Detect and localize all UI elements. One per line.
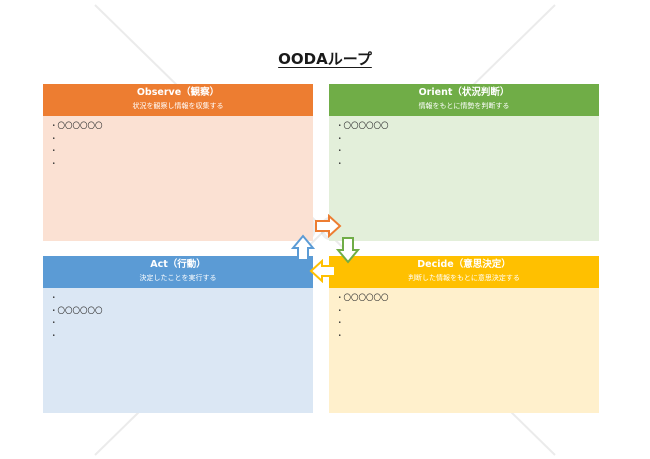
act-item: ・〇〇〇〇〇〇 <box>50 305 103 315</box>
up-arrow-icon <box>291 234 315 261</box>
decide-body: ・〇〇〇〇〇〇 ・ ・ ・ <box>329 288 599 413</box>
orient-header: Orient（状況判断） 情報をもとに情勢を判断する <box>329 84 599 116</box>
observe-panel: Observe（観察） 状況を観察し情報を収集する ・〇〇〇〇〇〇 ・ ・ ・ <box>43 84 313 241</box>
orient-subtitle: 情報をもとに情勢を判断する <box>418 102 510 110</box>
up-arrow-shape <box>291 234 315 261</box>
observe-header: Observe（観察） 状況を観察し情報を収集する <box>43 84 313 116</box>
observe-body: ・〇〇〇〇〇〇 ・ ・ ・ <box>43 116 313 241</box>
observe-title: Observe（観察） <box>136 87 220 98</box>
down-arrow-icon <box>336 237 360 264</box>
orient-item: ・ <box>336 158 344 168</box>
decide-item: ・ <box>336 330 344 340</box>
observe-item: ・ <box>50 158 58 168</box>
orient-title: Orient（状況判断） <box>418 87 510 98</box>
right-arrow-shape <box>315 214 342 238</box>
observe-subtitle: 状況を観察し情報を収集する <box>132 102 224 110</box>
act-title: Act（行動） <box>150 259 206 270</box>
orient-body: ・〇〇〇〇〇〇 ・ ・ ・ <box>329 116 599 241</box>
act-body: ・ ・〇〇〇〇〇〇 ・ ・ <box>43 288 313 413</box>
decide-panel: Decide（意思決定） 判断した情報をもとに意思決定する ・〇〇〇〇〇〇 ・ … <box>329 256 599 413</box>
page-title: OODAループ <box>278 50 372 68</box>
act-item: ・ <box>50 318 58 327</box>
observe-item: ・ <box>50 146 58 155</box>
decide-header: Decide（意思決定） 判断した情報をもとに意思決定する <box>329 256 599 288</box>
orient-item: ・〇〇〇〇〇〇 <box>336 121 389 130</box>
decide-title: Decide（意思決定） <box>417 259 511 270</box>
act-item: ・ <box>50 330 58 340</box>
decide-item: ・ <box>336 305 344 315</box>
orient-panel: Orient（状況判断） 情報をもとに情勢を判断する ・〇〇〇〇〇〇 ・ ・ ・ <box>329 84 599 241</box>
observe-item: ・ <box>50 133 58 143</box>
left-arrow-shape <box>309 259 336 283</box>
right-arrow-icon <box>315 214 342 238</box>
observe-item: ・〇〇〇〇〇〇 <box>50 121 103 130</box>
decide-subtitle: 判断した情報をもとに意思決定する <box>408 274 520 282</box>
act-header: Act（行動） 決定したことを実行する <box>43 256 313 288</box>
act-panel: Act（行動） 決定したことを実行する ・ ・〇〇〇〇〇〇 ・ ・ <box>43 256 313 413</box>
left-arrow-icon <box>309 259 336 283</box>
decide-item: ・ <box>336 318 344 327</box>
down-arrow-shape <box>336 237 360 264</box>
orient-item: ・ <box>336 133 344 143</box>
orient-item: ・ <box>336 146 344 155</box>
act-subtitle: 決定したことを実行する <box>139 274 217 282</box>
act-item: ・ <box>50 293 58 302</box>
decide-item: ・〇〇〇〇〇〇 <box>336 293 389 302</box>
